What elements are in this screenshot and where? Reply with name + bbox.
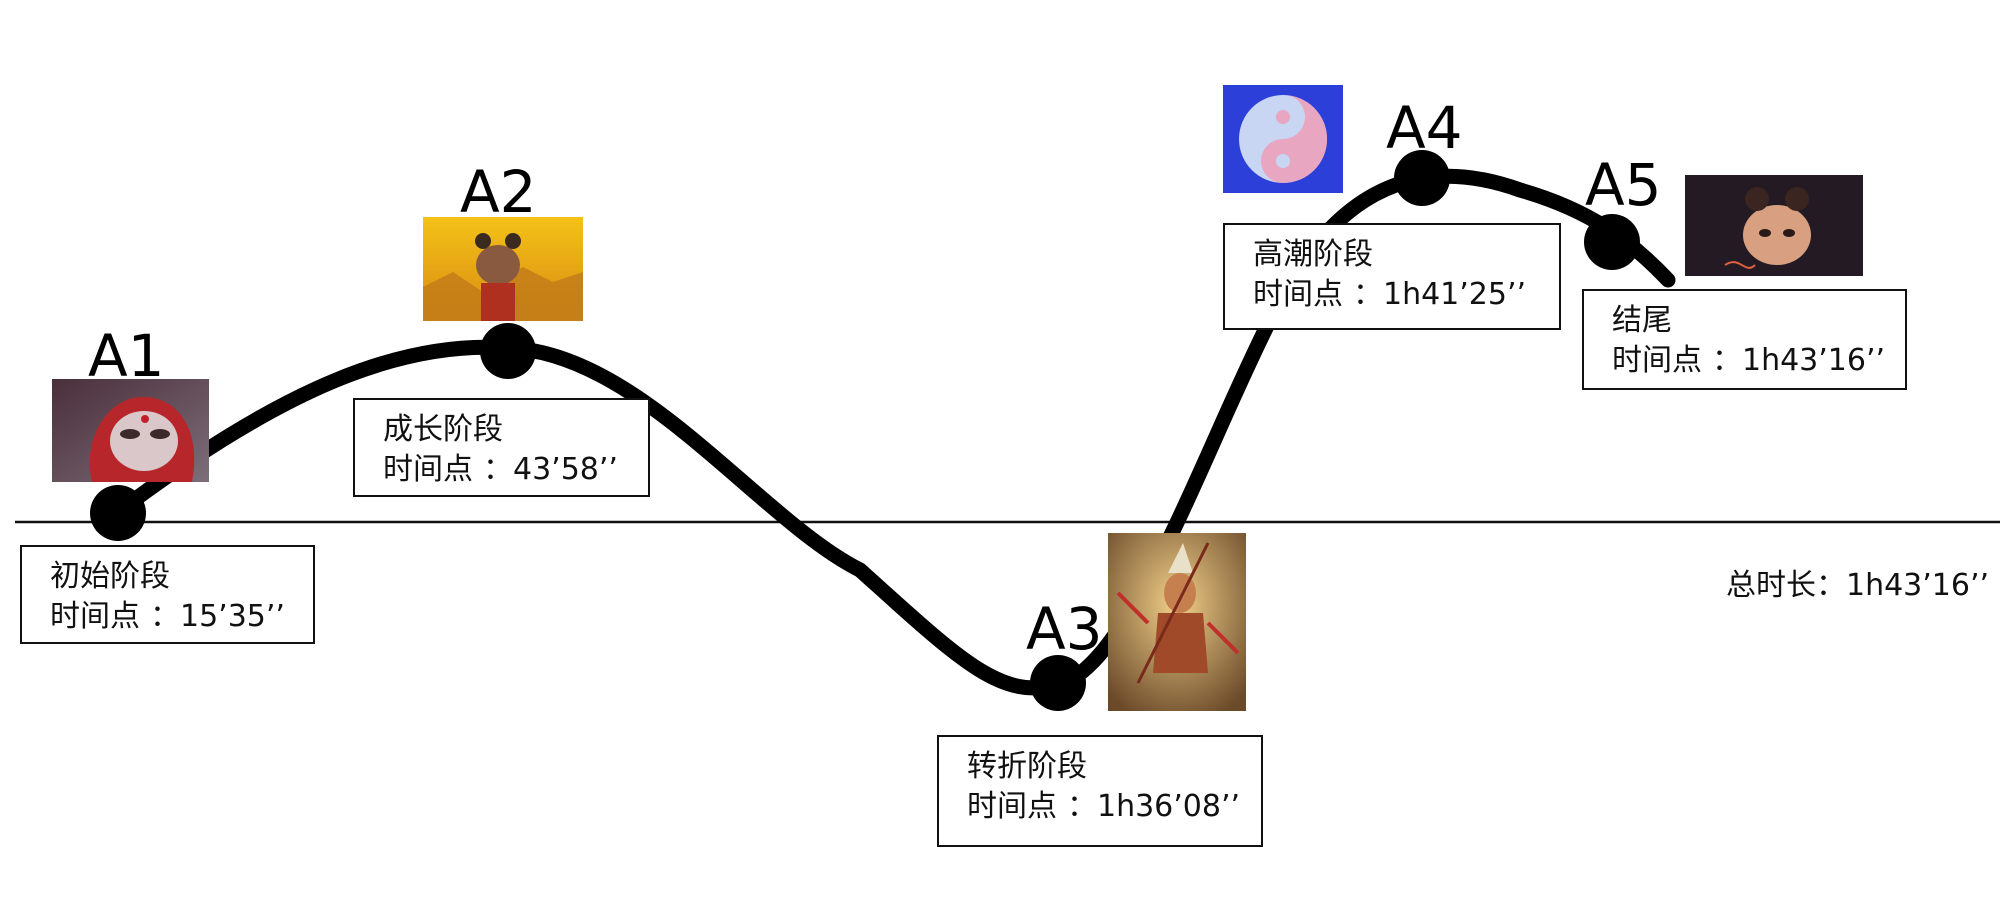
- time-prefix: 时间点: [383, 452, 473, 487]
- time-prefix: 时间点: [1612, 343, 1702, 378]
- stage-point-a5: [1584, 214, 1640, 270]
- stage-point-a2: [480, 323, 536, 379]
- stage-box-a4: 高潮阶段 时间点 ：1h41’25’’: [1223, 223, 1561, 330]
- stage-box-a1: 初始阶段 时间点 ：15’35’’: [20, 545, 315, 644]
- stage-time: 时间点 ：1h41’25’’: [1253, 275, 1559, 315]
- time-value: ：1h36’08’’: [1067, 789, 1241, 824]
- stage-image-a3: [1108, 533, 1246, 711]
- stage-name: 高潮阶段: [1253, 237, 1373, 272]
- stage-image-a5: [1685, 175, 1863, 276]
- stage-name: 结尾: [1612, 303, 1672, 338]
- stage-label-a5: A5: [1585, 151, 1662, 219]
- stage-box-a2: 成长阶段 时间点 ：43’58’’: [353, 398, 650, 497]
- stage-label-a2: A2: [460, 158, 537, 226]
- time-prefix: 时间点: [1253, 277, 1343, 312]
- time-value: ：1h41’25’’: [1353, 277, 1527, 312]
- stage-time: 时间点 ：43’58’’: [383, 450, 648, 490]
- time-value: ：15’35’’: [150, 599, 285, 634]
- stage-point-a3: [1030, 655, 1086, 711]
- stage-name: 初始阶段: [50, 559, 170, 594]
- stage-name: 转折阶段: [967, 749, 1087, 784]
- stage-image-a4: [1223, 85, 1343, 193]
- stage-point-a4: [1394, 150, 1450, 206]
- stage-time: 时间点 ：15’35’’: [50, 597, 313, 637]
- time-prefix: 时间点: [967, 789, 1057, 824]
- stage-box-a5: 结尾 时间点 ：1h43’16’’: [1582, 289, 1907, 390]
- stage-label-a1: A1: [88, 322, 165, 390]
- time-value: ：1h43’16’’: [1712, 343, 1886, 378]
- stage-time: 时间点 ：1h36’08’’: [967, 787, 1261, 827]
- stage-image-a1: [52, 379, 209, 482]
- time-prefix: 时间点: [50, 599, 140, 634]
- stage-point-a1: [90, 485, 146, 541]
- time-value: ：43’58’’: [483, 452, 618, 487]
- stage-label-a3: A3: [1026, 595, 1103, 663]
- stage-box-a3: 转折阶段 时间点 ：1h36’08’’: [937, 735, 1263, 847]
- total-duration: 总时长：1h43’16’’: [1726, 568, 1990, 603]
- stage-name: 成长阶段: [383, 412, 503, 447]
- stage-label-a4: A4: [1386, 94, 1463, 162]
- stage-time: 时间点 ：1h43’16’’: [1612, 341, 1905, 381]
- stage-image-a2: [423, 217, 583, 321]
